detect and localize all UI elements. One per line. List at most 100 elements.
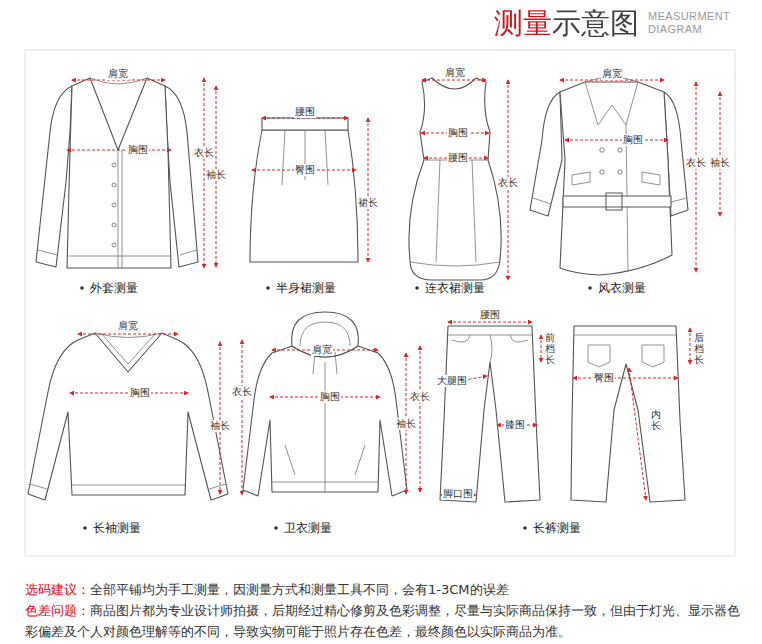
measure-label: 衣长 <box>231 386 253 398</box>
measure-line <box>420 346 421 492</box>
bullet <box>588 286 592 290</box>
note-line: 选码建议：全部平铺均为手工测量，因测量方式和测量工具不同，会有1-3CM的误差 <box>25 579 747 600</box>
measure-line <box>67 150 171 151</box>
body-outline <box>67 78 171 268</box>
measure-label: 袖长 <box>709 157 731 169</box>
bullet <box>80 286 84 290</box>
panel-border <box>25 50 735 556</box>
measure-line <box>629 368 646 500</box>
dress-outline <box>409 78 501 280</box>
button <box>600 170 604 174</box>
bullet <box>523 526 527 530</box>
button <box>112 223 116 227</box>
note-text: 商品图片都为专业设计师拍摄，后期经过精心修剪及色彩调整，尽量与实际商品保持一致，… <box>25 603 740 639</box>
measure-label-vertical: 前档长 <box>545 332 555 365</box>
measure-label: 肩宽 <box>601 68 623 80</box>
measure-label: 脚口围 <box>442 488 474 500</box>
jacket-drawing <box>36 78 216 268</box>
detail-lines <box>574 335 676 367</box>
measure-line <box>368 118 369 262</box>
garment-caption: 外套测量 <box>90 280 138 296</box>
measure-label: 袖长 <box>395 418 417 430</box>
button <box>618 170 622 174</box>
measure-label: 肩宽 <box>107 68 129 80</box>
seam-lines <box>30 333 226 489</box>
pants-drawing <box>440 322 690 502</box>
seam-lines <box>410 160 500 266</box>
skirt-outline <box>250 130 358 262</box>
belt <box>563 196 671 207</box>
longsleeve-drawing <box>28 333 242 500</box>
measure-label: 臀围 <box>593 372 615 384</box>
measure-line <box>573 378 678 379</box>
measure-label: 胸围 <box>319 391 341 403</box>
buttons <box>112 163 116 247</box>
measure-label-vertical: 后档长 <box>694 332 704 365</box>
note-heading: 选码建议： <box>25 582 90 597</box>
shirt-outline <box>28 333 228 500</box>
measure-label: 衣长 <box>497 177 519 189</box>
measure-label: 胸围 <box>622 134 644 146</box>
measure-line <box>422 80 486 81</box>
measure-label: 腰围 <box>294 106 316 118</box>
garment-caption: 长袖测量 <box>93 520 141 536</box>
button <box>618 148 622 152</box>
hoodie-drawing <box>243 312 420 496</box>
waistband <box>262 118 348 130</box>
skirt-drawing <box>250 118 368 262</box>
trench-drawing <box>530 77 720 275</box>
measure-label: 袖长 <box>205 169 227 181</box>
detail-lines <box>533 77 687 272</box>
measure-label: 腰围 <box>479 309 501 321</box>
detail-lines <box>448 335 532 362</box>
measure-label: 肩宽 <box>117 320 139 332</box>
button <box>112 163 116 167</box>
button <box>112 243 116 247</box>
garment-caption: 半身裙测量 <box>276 280 336 296</box>
seam-lines <box>38 78 197 268</box>
notes-block: 选码建议：全部平铺均为手工测量，因测量方式和测量工具不同，会有1-3CM的误差色… <box>25 579 747 642</box>
measure-label: 胸围 <box>129 387 151 399</box>
measure-label: 臀围 <box>294 164 316 176</box>
measure-line <box>690 328 691 364</box>
pants-front-outline <box>440 326 540 502</box>
measure-label: 膝围 <box>504 419 526 431</box>
bullet <box>274 526 278 530</box>
measure-label: 裙长 <box>357 197 379 209</box>
detail-lines <box>272 322 378 492</box>
measure-label: 衣长 <box>409 391 431 403</box>
subtitle: MEASURMENT DIAGRAM <box>648 10 732 36</box>
bullet <box>415 286 419 290</box>
measure-label: 腰围 <box>447 152 469 164</box>
buttons <box>600 148 622 174</box>
button <box>112 203 116 207</box>
bullet <box>83 526 87 530</box>
bullet <box>266 286 270 290</box>
measure-line <box>720 92 721 216</box>
measure-line <box>541 335 542 362</box>
measure-line <box>220 342 221 494</box>
sleeve <box>530 92 562 216</box>
garment-caption: 连衣裙测量 <box>425 280 485 296</box>
garment-caption: 长裤测量 <box>533 520 581 536</box>
sleeve <box>36 86 72 267</box>
measure-label-vertical: 内长 <box>651 409 661 431</box>
note-heading: 色差问题： <box>25 603 90 618</box>
measure-line <box>565 140 668 141</box>
note-line: 色差问题：商品图片都为专业设计师拍摄，后期经过精心修剪及色彩调整，尽量与实际商品… <box>25 600 747 642</box>
page-title: 测量示意图 <box>494 6 639 41</box>
pants-back-outline <box>571 326 685 502</box>
button <box>112 183 116 187</box>
measure-label: 衣长 <box>193 147 215 159</box>
measure-line <box>78 334 178 335</box>
measure-label: 肩宽 <box>444 67 466 79</box>
garment-caption: 卫衣测量 <box>284 520 332 536</box>
measure-label: 肩宽 <box>311 344 333 356</box>
measure-label: 衣长 <box>685 157 707 169</box>
measure-label: 大腿围 <box>436 375 468 387</box>
note-text: 全部平铺均为手工测量，因测量方式和测量工具不同，会有1-3CM的误差 <box>90 582 509 597</box>
pleat-lines <box>282 130 328 185</box>
caption-bullets <box>80 286 592 530</box>
